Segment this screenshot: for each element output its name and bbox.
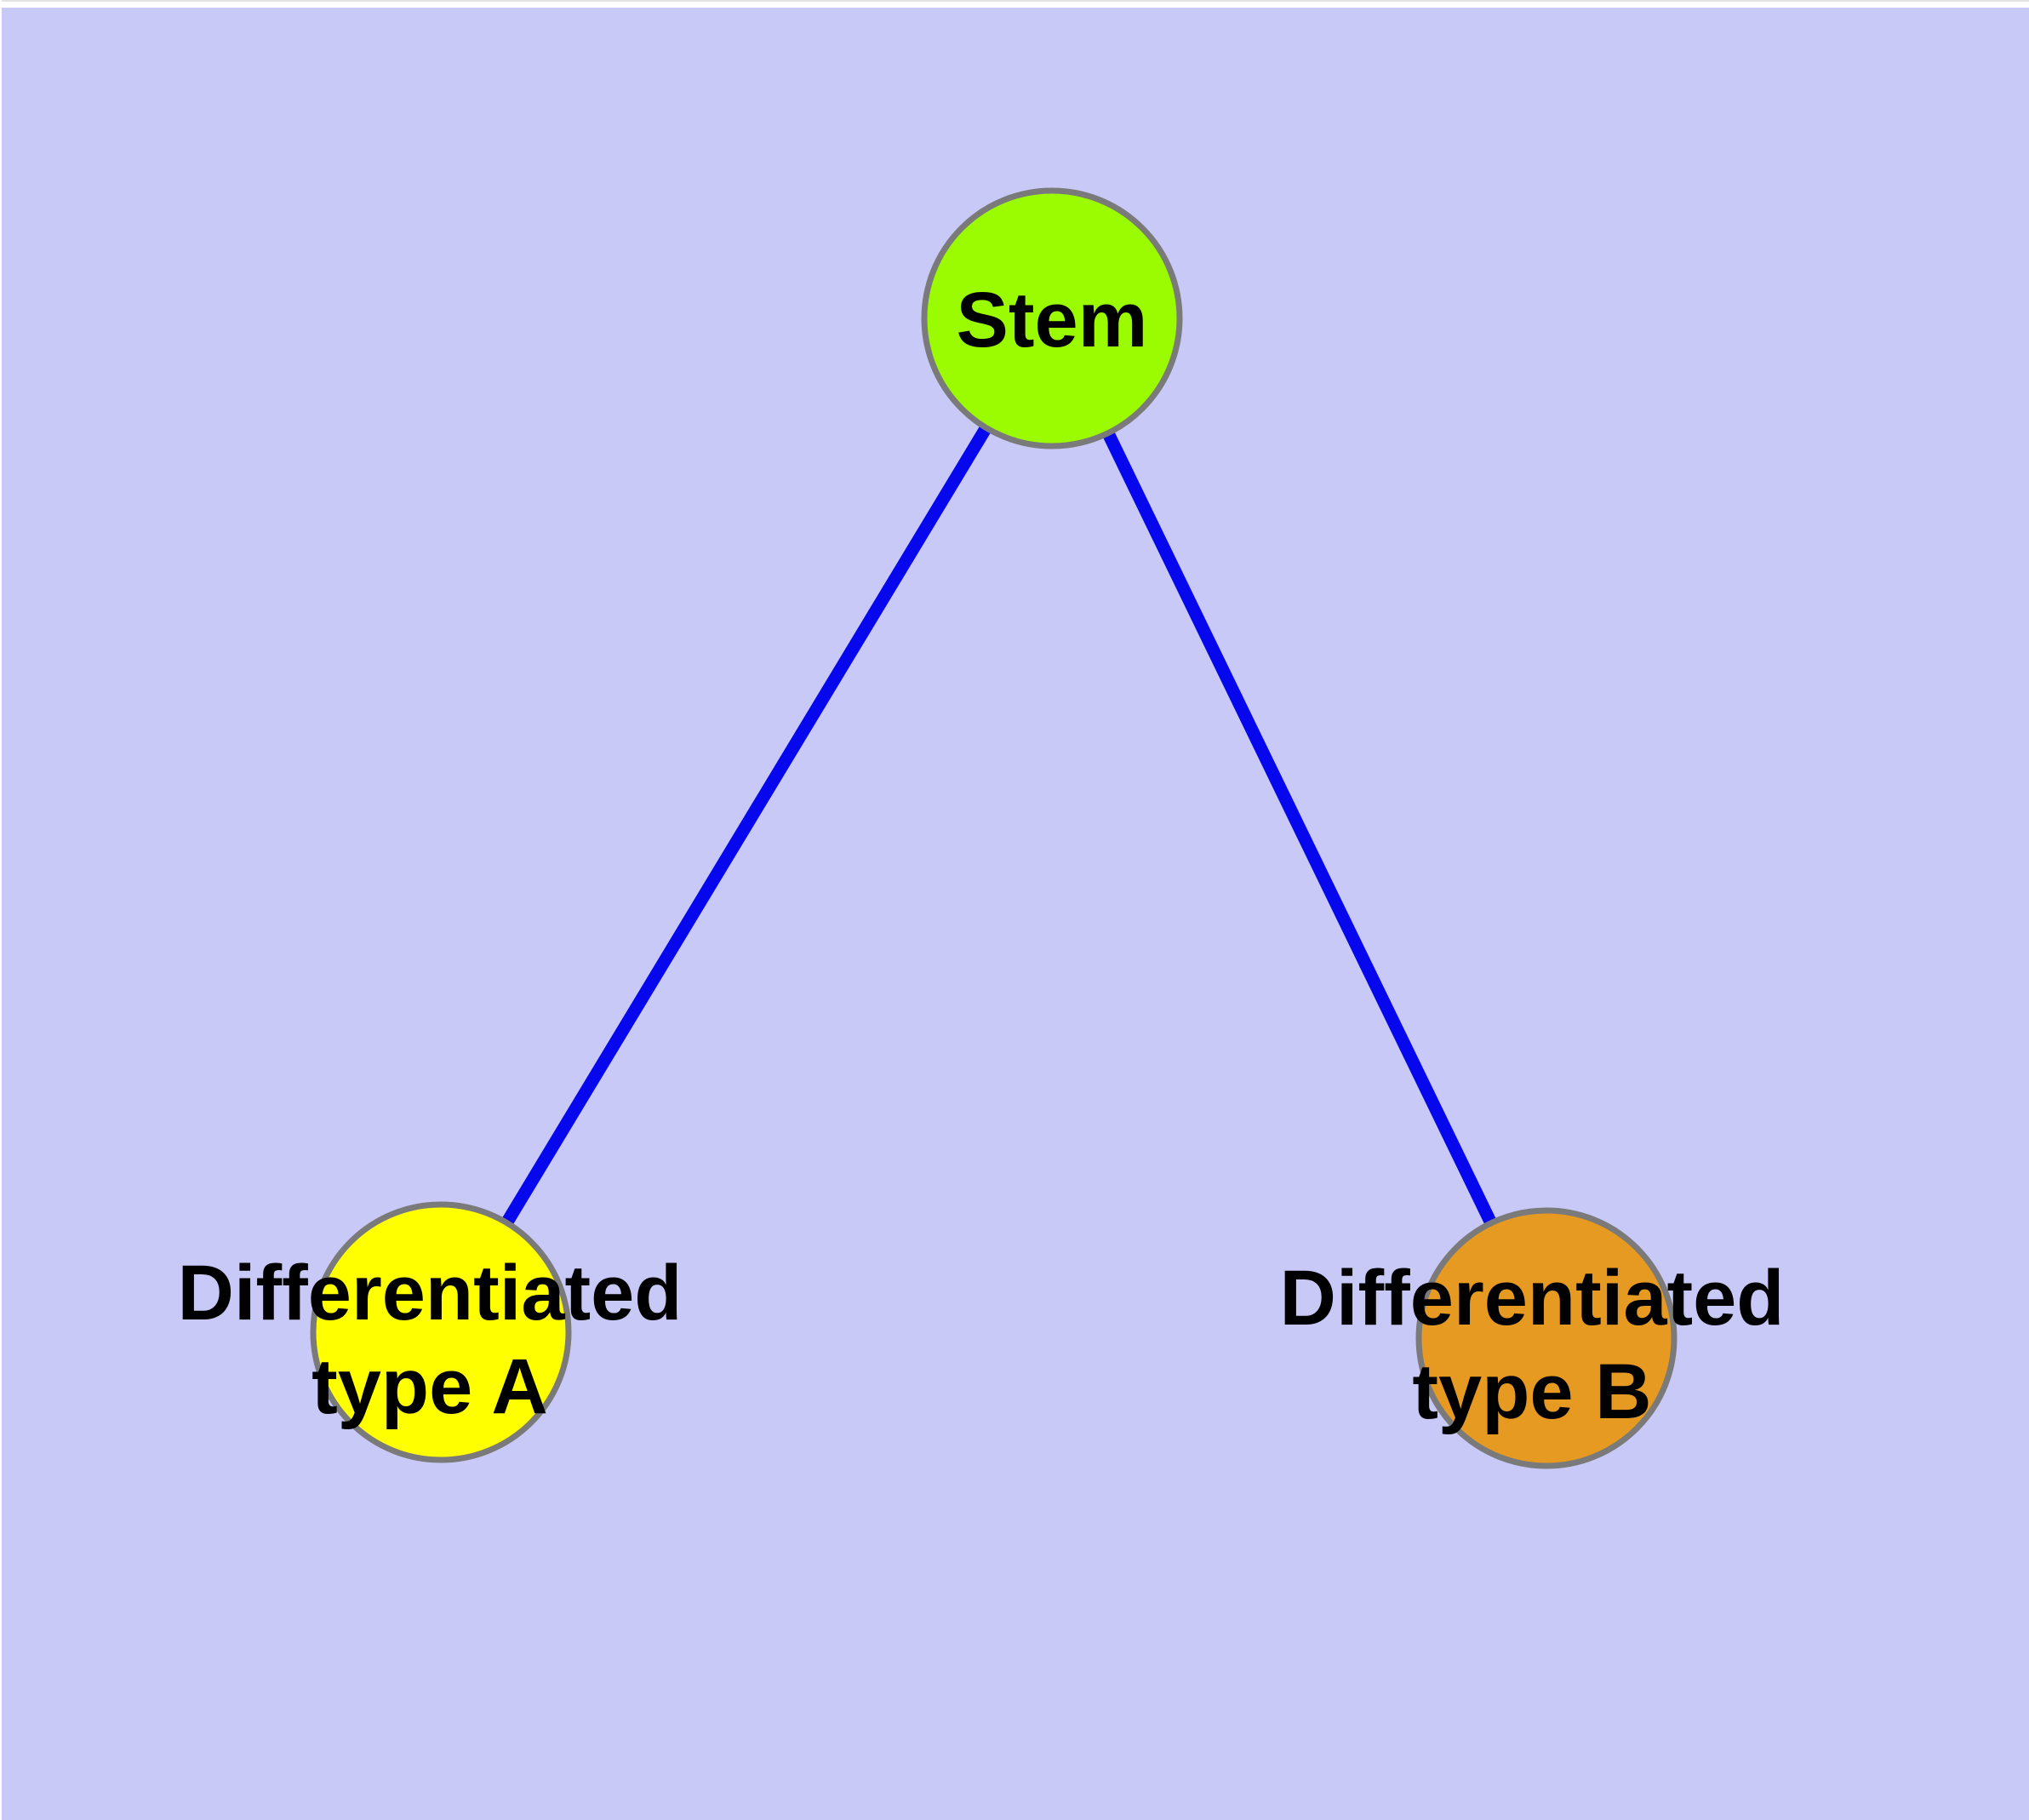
node-type-b-label-line1: Differentiated <box>1280 1255 1785 1342</box>
node-differentiated-type-a[interactable] <box>310 1201 572 1463</box>
node-type-a-label-line2: type A <box>311 1343 548 1430</box>
node-type-b-label-line2: type B <box>1412 1348 1651 1435</box>
node-stem[interactable] <box>921 187 1183 449</box>
node-differentiated-type-b[interactable] <box>1415 1207 1677 1469</box>
node-type-a-label-line1: Differentiated <box>178 1250 683 1336</box>
window-left-strip <box>0 0 2 1820</box>
node-stem-label: Stem <box>957 277 1148 363</box>
edge-stem-to-type-b <box>1102 430 1497 1227</box>
window-top-strip <box>0 0 2029 8</box>
edge-stem-to-type-a <box>500 424 992 1227</box>
